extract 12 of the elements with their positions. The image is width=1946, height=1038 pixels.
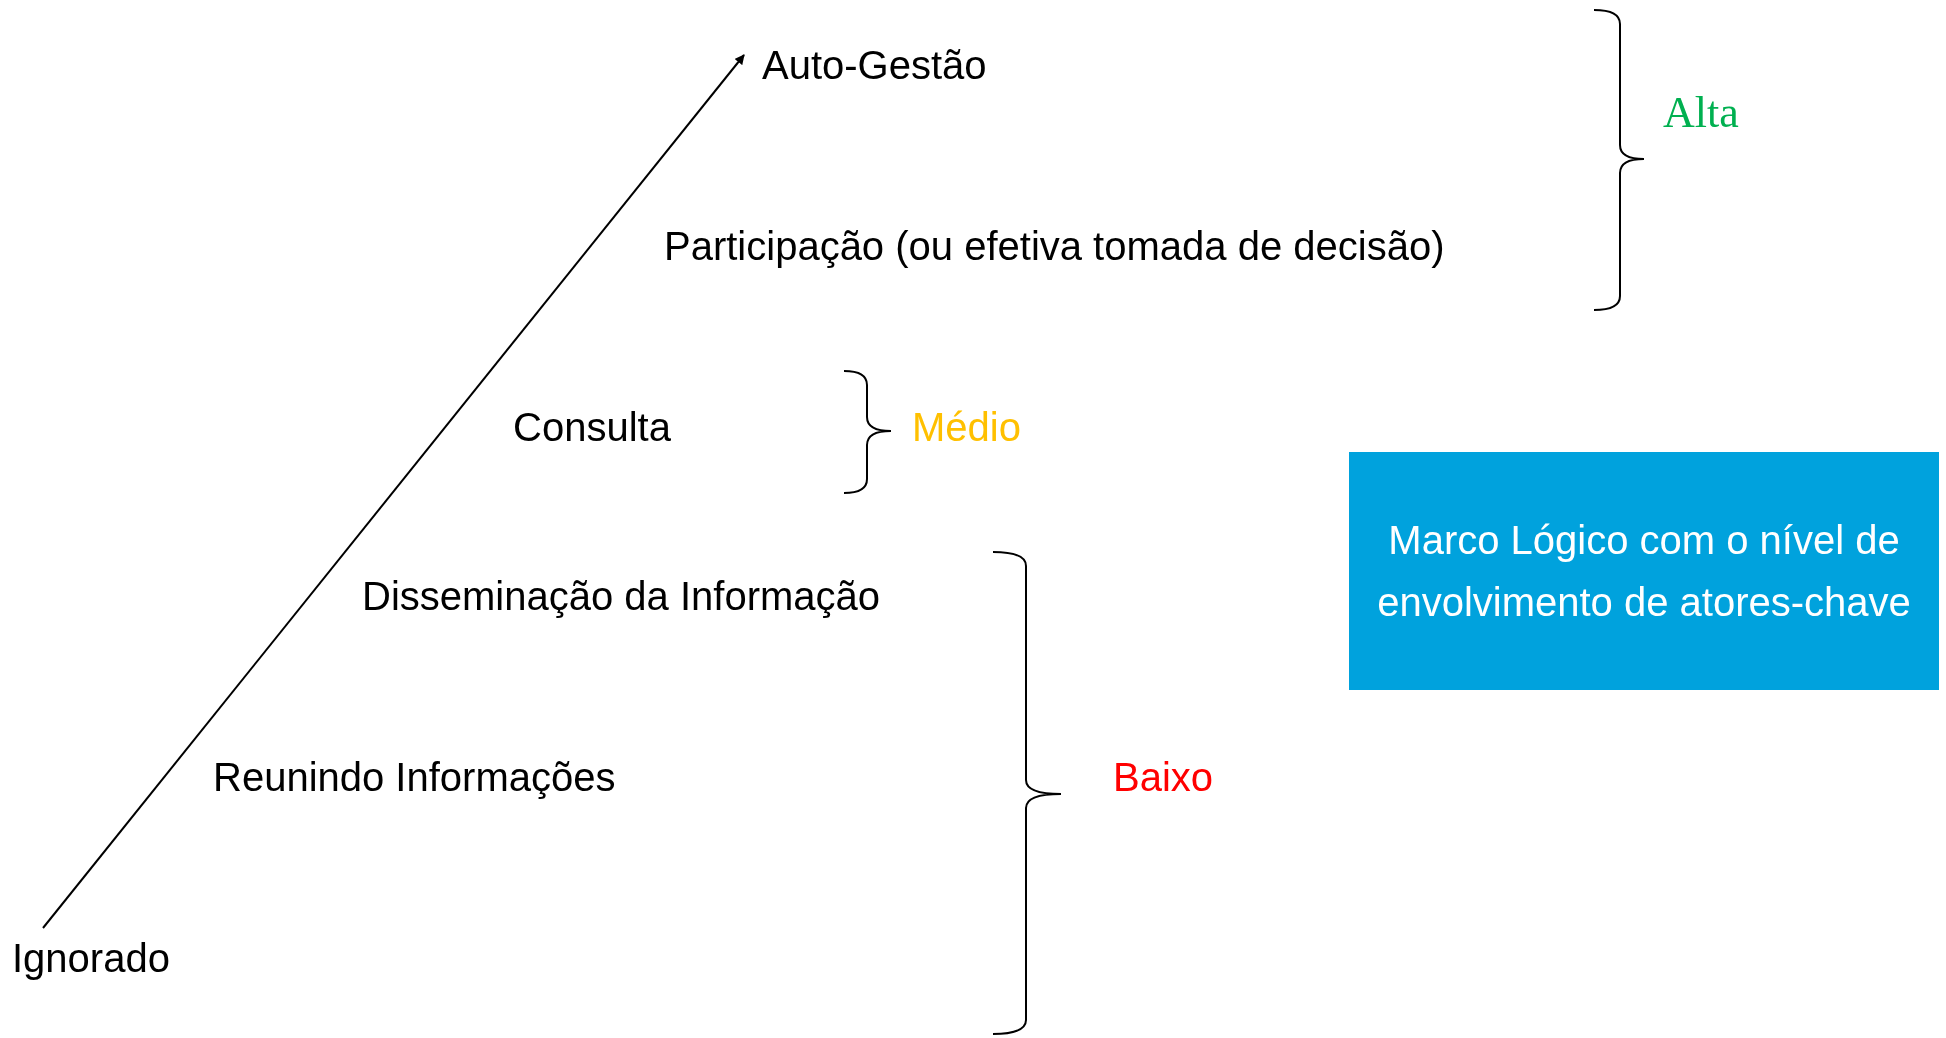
level-category: Baixo bbox=[1113, 754, 1214, 801]
level-text: Participação (ou efetiva tomada de decisão) bbox=[664, 223, 1445, 270]
title-box bbox=[1349, 452, 1939, 690]
level-text: Ignorado bbox=[12, 934, 170, 982]
level-category: Alta bbox=[1663, 89, 1739, 137]
level-text: Disseminação da Informação bbox=[362, 573, 881, 620]
level-category: Médio bbox=[912, 404, 1021, 451]
arrow bbox=[42, 54, 745, 929]
level-text: Auto-Gestão bbox=[762, 41, 987, 89]
box-text: Marco Lógico com o nível de envolvimento de atores-chave bbox=[1376, 517, 1912, 626]
level-text: Consulta bbox=[513, 404, 671, 451]
level-text: Reunindo Informações bbox=[213, 754, 616, 801]
